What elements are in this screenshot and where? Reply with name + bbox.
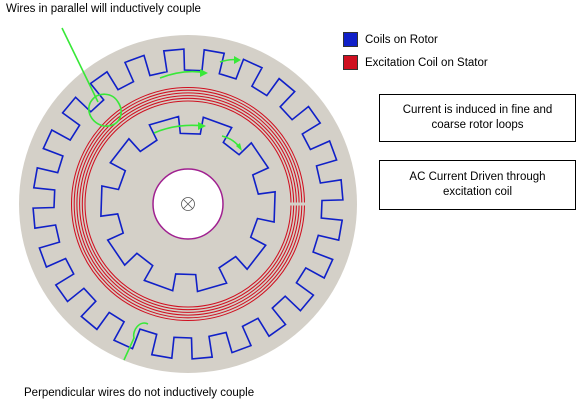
coupling-highlight xyxy=(61,27,242,361)
perpendicular-coupling-annotation: Perpendicular wires do not inductively c… xyxy=(24,387,255,399)
flow-arrow-2-head xyxy=(234,56,241,64)
parallel-coupling-annotation: Wires in parallel will inductively coupl… xyxy=(6,3,201,15)
flow-arrow-1-head xyxy=(200,69,208,77)
flow-arrow-4-head xyxy=(236,143,242,151)
parallel-pointer-line xyxy=(61,27,99,103)
legend-stator-label: Excitation Coil on Stator xyxy=(365,56,488,69)
shaft-center-icon xyxy=(181,197,195,211)
rotor-coil-swatch xyxy=(343,32,358,47)
induced-current-note: Current is induced in fine and coarse ro… xyxy=(379,94,576,142)
flow-arrow-3-head xyxy=(198,122,206,130)
coarse-rotor-coil xyxy=(32,48,344,360)
legend-rotor-coils: Coils on Rotor xyxy=(343,32,438,47)
stator-coil-swatch xyxy=(343,55,358,70)
parallel-wire-circle xyxy=(88,93,122,127)
stator-coil-lead-gap xyxy=(289,202,307,206)
legend-stator-coil: Excitation Coil on Stator xyxy=(343,55,488,70)
perpendicular-pointer-line xyxy=(123,322,149,361)
ac-current-note: AC Current Driven through excitation coi… xyxy=(379,160,576,210)
excitation-coil-on-stator xyxy=(70,86,307,322)
legend-rotor-label: Coils on Rotor xyxy=(365,33,438,46)
fine-rotor-coil xyxy=(100,115,276,293)
